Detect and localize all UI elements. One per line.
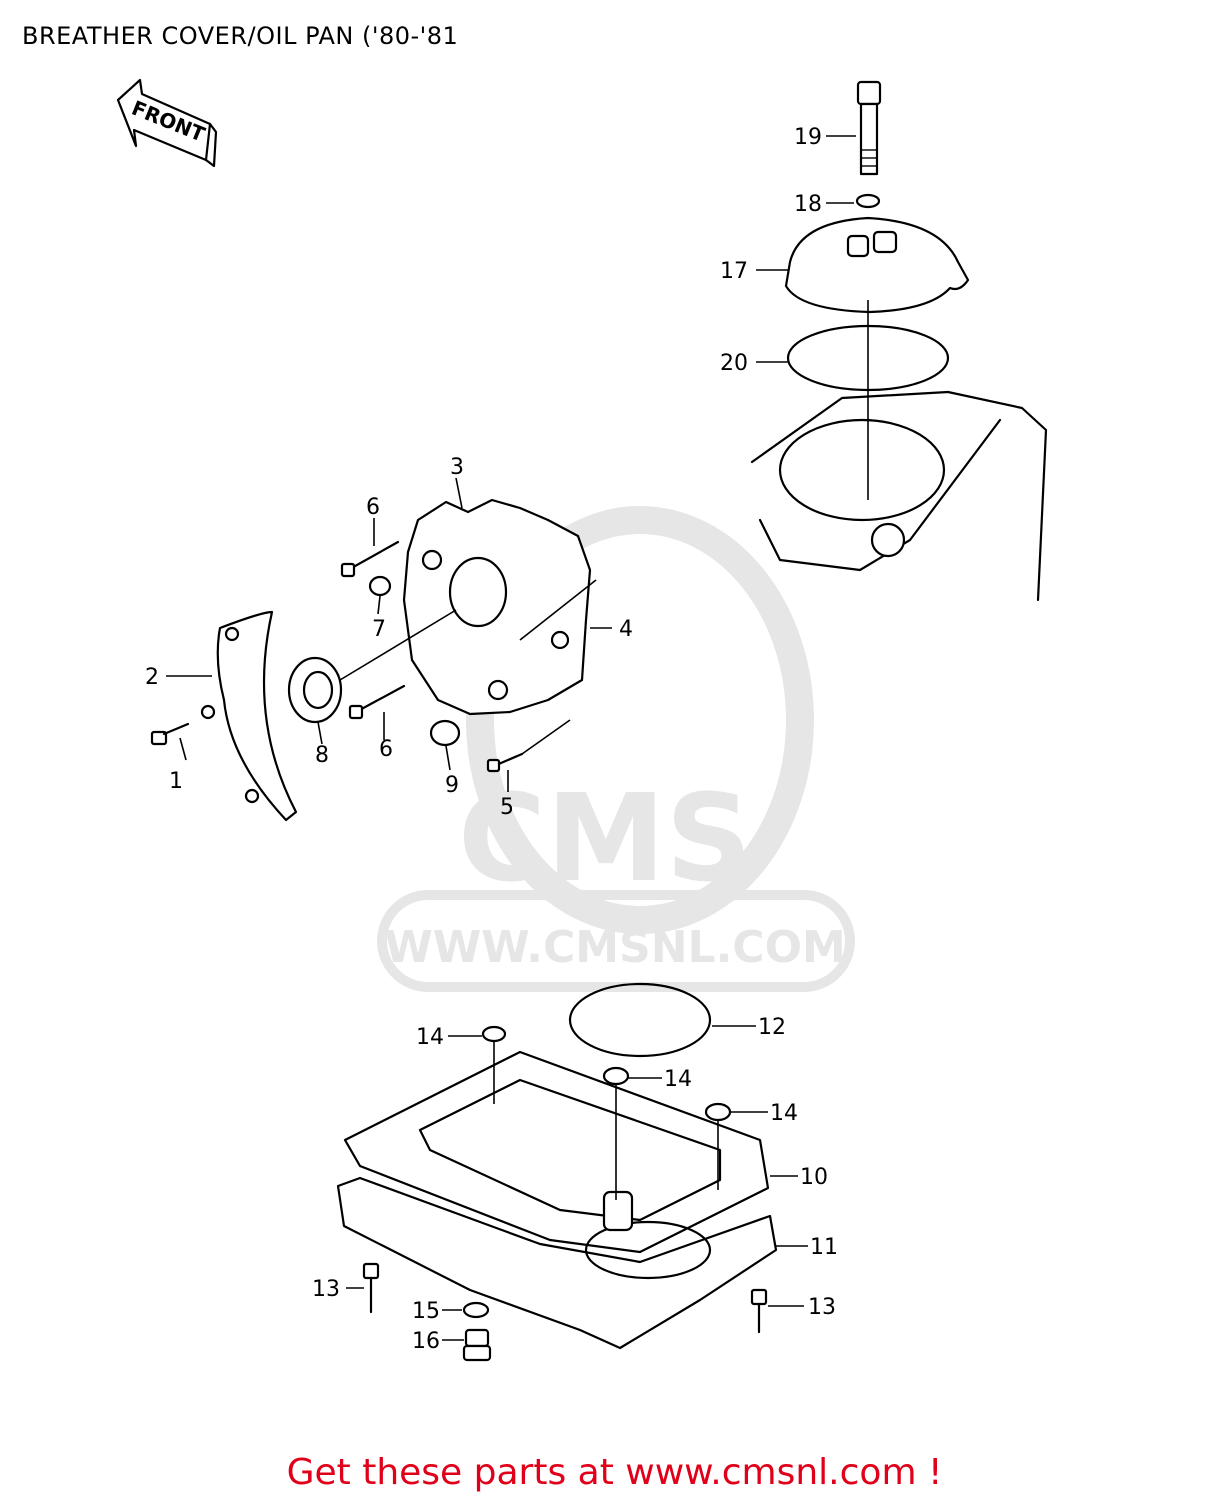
callout-10: 10 <box>800 1165 828 1190</box>
watermark-logo-text: CMS <box>458 770 752 909</box>
cover-washer <box>368 575 392 597</box>
callout-14-a: 14 <box>416 1025 444 1050</box>
strip-bolt <box>150 722 190 746</box>
cover-gasket-strip <box>200 610 298 822</box>
callout-9: 9 <box>445 773 459 798</box>
drain-plug <box>462 1328 492 1362</box>
engine-top-case <box>750 300 1048 602</box>
oil-pan-gasket <box>343 1050 770 1254</box>
cover-bolt-lower <box>348 684 406 720</box>
callout-3: 3 <box>450 455 464 480</box>
breather-washer <box>855 193 881 209</box>
callout-6-upper: 6 <box>366 495 380 520</box>
callout-16: 16 <box>412 1329 440 1354</box>
callout-14-c: 14 <box>770 1101 798 1126</box>
callout-13-left: 13 <box>312 1277 340 1302</box>
callout-18: 18 <box>794 192 822 217</box>
cover-seal-small <box>429 719 461 747</box>
callout-14-b: 14 <box>664 1067 692 1092</box>
diagram-title: BREATHER COVER/OIL PAN ('80-'81 <box>22 22 459 50</box>
callout-7: 7 <box>372 617 386 642</box>
callout-15: 15 <box>412 1299 440 1324</box>
leader-lines <box>166 135 856 1341</box>
callout-8: 8 <box>315 743 329 768</box>
breather-bolt <box>856 80 882 176</box>
callout-20: 20 <box>720 351 748 376</box>
oil-pan-washer-a <box>481 1025 507 1043</box>
oil-pan-washer-c <box>704 1102 732 1122</box>
callout-2: 2 <box>145 665 159 690</box>
callout-13-right: 13 <box>808 1295 836 1320</box>
callout-1: 1 <box>169 769 183 794</box>
callout-19: 19 <box>794 125 822 150</box>
callout-17: 17 <box>720 259 748 284</box>
callout-4: 4 <box>619 617 633 642</box>
callout-11: 11 <box>810 1235 838 1260</box>
callout-numbers: 1 2 3 4 5 6 6 7 8 9 10 11 12 13 13 14 14… <box>145 125 838 1354</box>
oil-pan-bolt-left <box>362 1262 380 1314</box>
cover-bolt-upper <box>340 540 400 578</box>
footer-promo-link[interactable]: Get these parts at www.cmsnl.com ! <box>286 1452 943 1493</box>
callout-5: 5 <box>500 795 514 820</box>
side-cover <box>402 498 597 716</box>
front-arrow-icon: FRONT <box>116 78 218 168</box>
oil-pan-washer-b <box>602 1066 630 1086</box>
cover-screw <box>486 719 571 773</box>
oil-pan-oring <box>568 982 712 1058</box>
callout-6-lower: 6 <box>379 737 393 762</box>
drain-plug-washer <box>462 1301 490 1319</box>
breather-cover <box>784 216 970 314</box>
watermark-url: WWW.CMSNL.COM <box>384 922 846 973</box>
oil-pan-bolt-right <box>750 1288 768 1334</box>
oil-pan <box>336 1176 778 1350</box>
oil-seal <box>287 609 457 724</box>
callout-12: 12 <box>758 1015 786 1040</box>
